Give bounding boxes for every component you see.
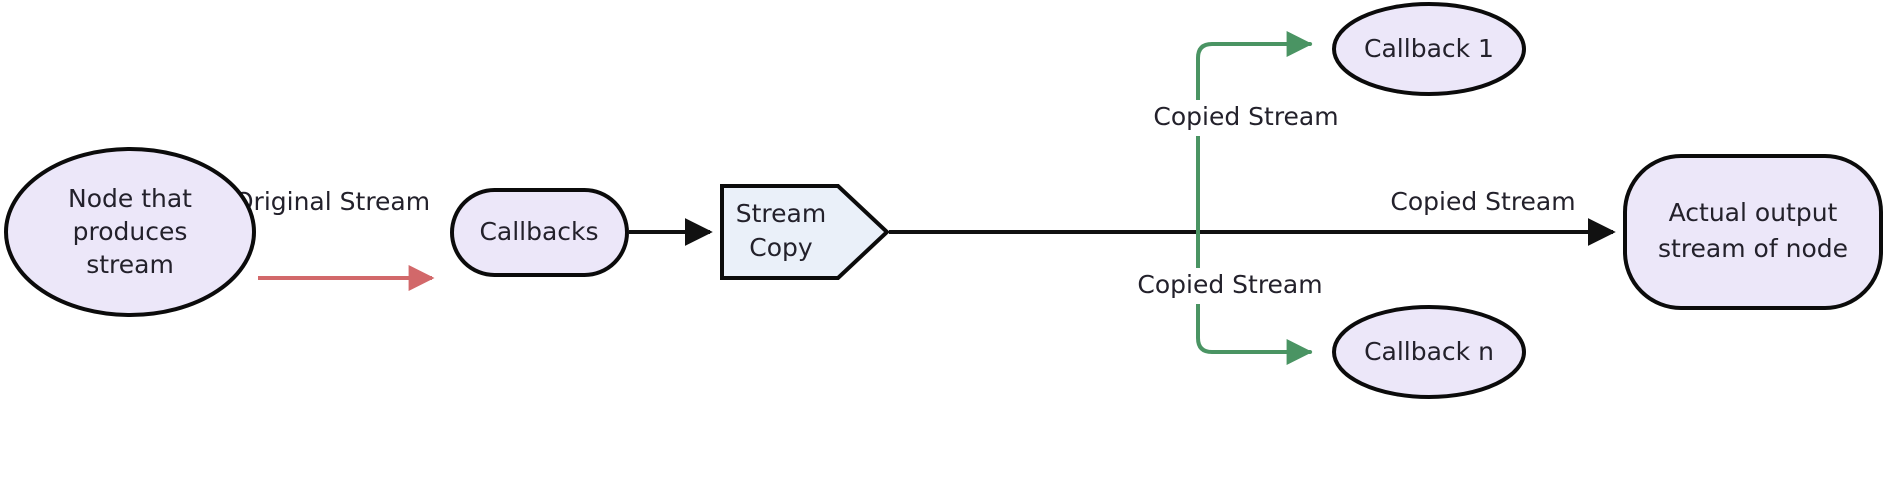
node-source-label-line1: Node that bbox=[68, 184, 192, 213]
edge-copied-stream-top-label-bg bbox=[1140, 100, 1352, 136]
node-stream-copy-shape[interactable] bbox=[720, 184, 890, 280]
node-source-label-line3: stream bbox=[86, 250, 174, 279]
node-callback-n-shape[interactable] bbox=[1332, 305, 1526, 399]
edge-original-stream-label: Original Stream bbox=[234, 187, 430, 216]
edge-copied-stream-bottom-label: Copied Stream bbox=[1137, 270, 1322, 299]
edge-copied-stream-bottom-label-bg bbox=[1124, 268, 1336, 304]
edge-copied-stream-main-label: Copied Stream bbox=[1390, 187, 1575, 216]
node-source-label-line2: produces bbox=[73, 217, 188, 246]
edge-copied-stream-top-label: Copied Stream bbox=[1153, 102, 1338, 131]
node-source-shape[interactable] bbox=[4, 147, 256, 317]
node-stream-copy-label-line1: Stream bbox=[736, 199, 826, 228]
node-callback-1-label: Callback 1 bbox=[1364, 34, 1494, 63]
node-callbacks-label: Callbacks bbox=[479, 217, 598, 246]
edge-copied-stream-bottom-line bbox=[1196, 230, 1313, 365]
edge-copied-stream-top: Copied Stream bbox=[1140, 31, 1352, 234]
edge-copied-stream-main-label-bg bbox=[1378, 185, 1588, 221]
node-callback-n[interactable]: Callback n bbox=[1332, 305, 1526, 399]
node-stream-copy-label-line2: Copy bbox=[749, 233, 813, 262]
node-callback-1[interactable]: Callback 1 bbox=[1332, 2, 1526, 96]
node-callbacks-shape[interactable] bbox=[450, 188, 629, 277]
node-output-label-line2: stream of node bbox=[1658, 234, 1848, 263]
node-output-shape[interactable] bbox=[1623, 154, 1883, 310]
node-stream-copy[interactable]: Stream Copy bbox=[720, 184, 890, 280]
node-callback-1-shape[interactable] bbox=[1332, 2, 1526, 96]
edge-copied-stream-bottom: Copied Stream bbox=[1124, 230, 1336, 365]
node-callback-n-label: Callback n bbox=[1364, 337, 1494, 366]
edge-copied-stream-top-line bbox=[1196, 31, 1313, 234]
edge-original-stream: Original Stream bbox=[234, 187, 435, 291]
node-output-label-line1: Actual output bbox=[1669, 198, 1838, 227]
node-callbacks[interactable]: Callbacks bbox=[450, 188, 629, 277]
node-source[interactable]: Node that produces stream bbox=[4, 147, 256, 317]
edge-copied-stream-main: Copied Stream bbox=[889, 185, 1616, 246]
node-output[interactable]: Actual output stream of node bbox=[1623, 154, 1883, 310]
